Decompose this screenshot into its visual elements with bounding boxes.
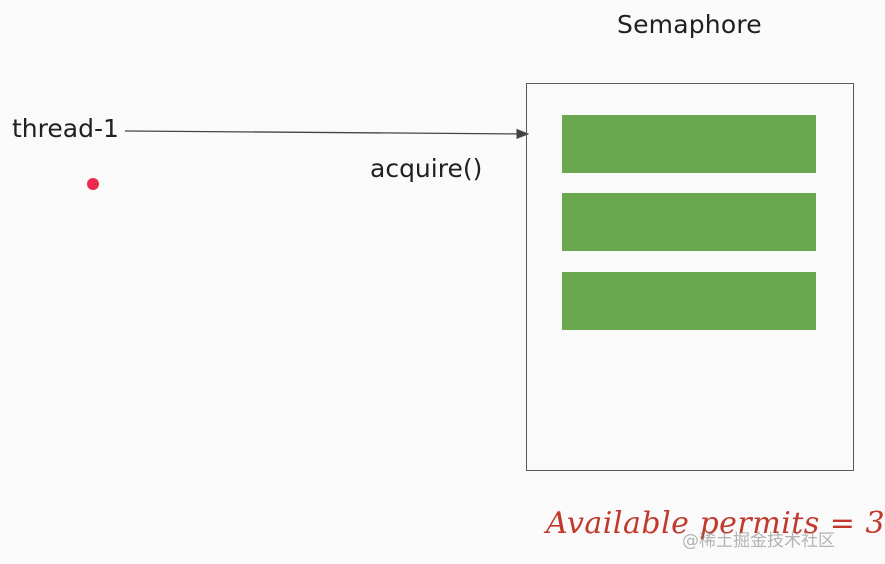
thread-dot	[87, 178, 99, 190]
semaphore-title: Semaphore	[617, 10, 762, 39]
watermark-text: @稀土掘金技术社区	[682, 531, 835, 551]
permit-block	[562, 272, 816, 330]
permit-block	[562, 115, 816, 173]
available-permits-caption: Available permits = 3	[546, 506, 885, 541]
semaphore-box	[526, 83, 854, 471]
thread-label: thread-1	[12, 114, 119, 143]
acquire-call-label: acquire()	[370, 154, 483, 183]
permit-block	[562, 193, 816, 251]
